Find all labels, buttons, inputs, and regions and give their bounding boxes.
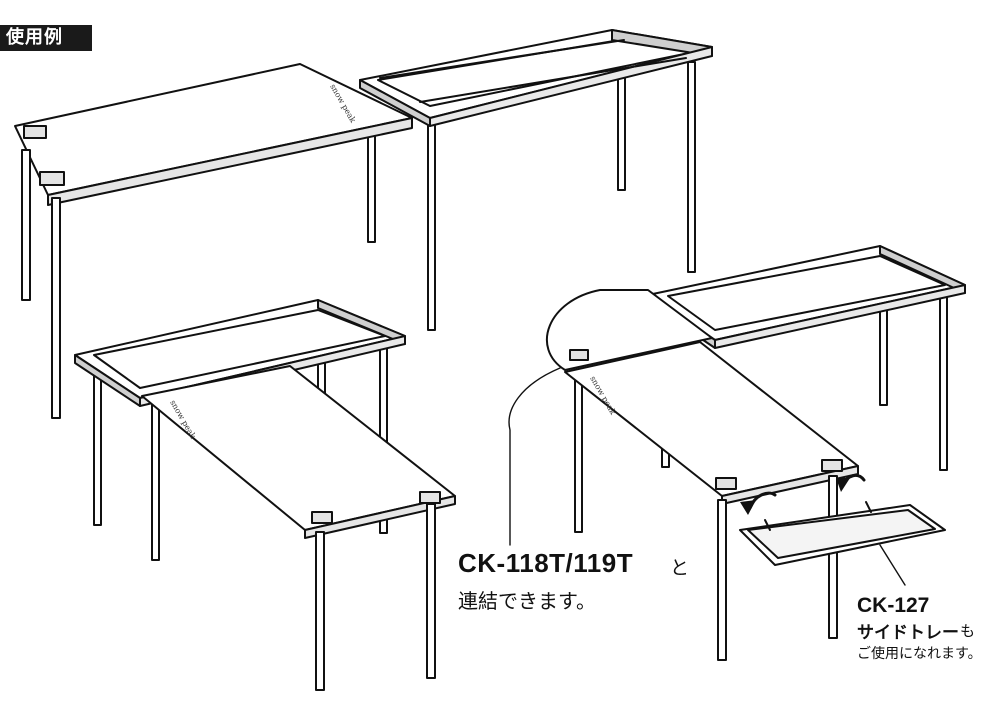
link-model-label: CK-118T/119T — [458, 548, 634, 578]
tray-model-label: CK-127 — [857, 594, 930, 617]
tray-description: ご使用になれます。 — [857, 646, 982, 662]
leader-lines — [508, 367, 906, 586]
usage-example-badge: 使用例 — [0, 25, 92, 51]
top-long-table-setup: snow peak — [14, 29, 713, 419]
br-open-frame — [647, 245, 966, 349]
link-particle: と — [670, 557, 690, 579]
top-board-legs — [21, 149, 61, 419]
top-board: snow peak — [14, 63, 413, 206]
tray-arrow-heads — [740, 478, 850, 515]
bottom-left-table-setup: snow peak — [74, 299, 456, 691]
top-frame-legs — [367, 39, 696, 331]
br-board: snow peak — [564, 341, 859, 505]
corner-table — [546, 289, 713, 371]
bottom-right-table-setup: snow peak — [546, 245, 966, 661]
bl-board-legs — [315, 503, 436, 691]
tray-particle: も — [960, 622, 976, 640]
top-open-frame — [359, 29, 713, 127]
bl-board: snow peak — [141, 365, 456, 539]
side-tray — [739, 501, 946, 566]
tray-name-label: サイドトレー — [857, 623, 959, 643]
br-board-legs — [717, 475, 838, 661]
link-description: 連結できます。 — [458, 589, 596, 613]
